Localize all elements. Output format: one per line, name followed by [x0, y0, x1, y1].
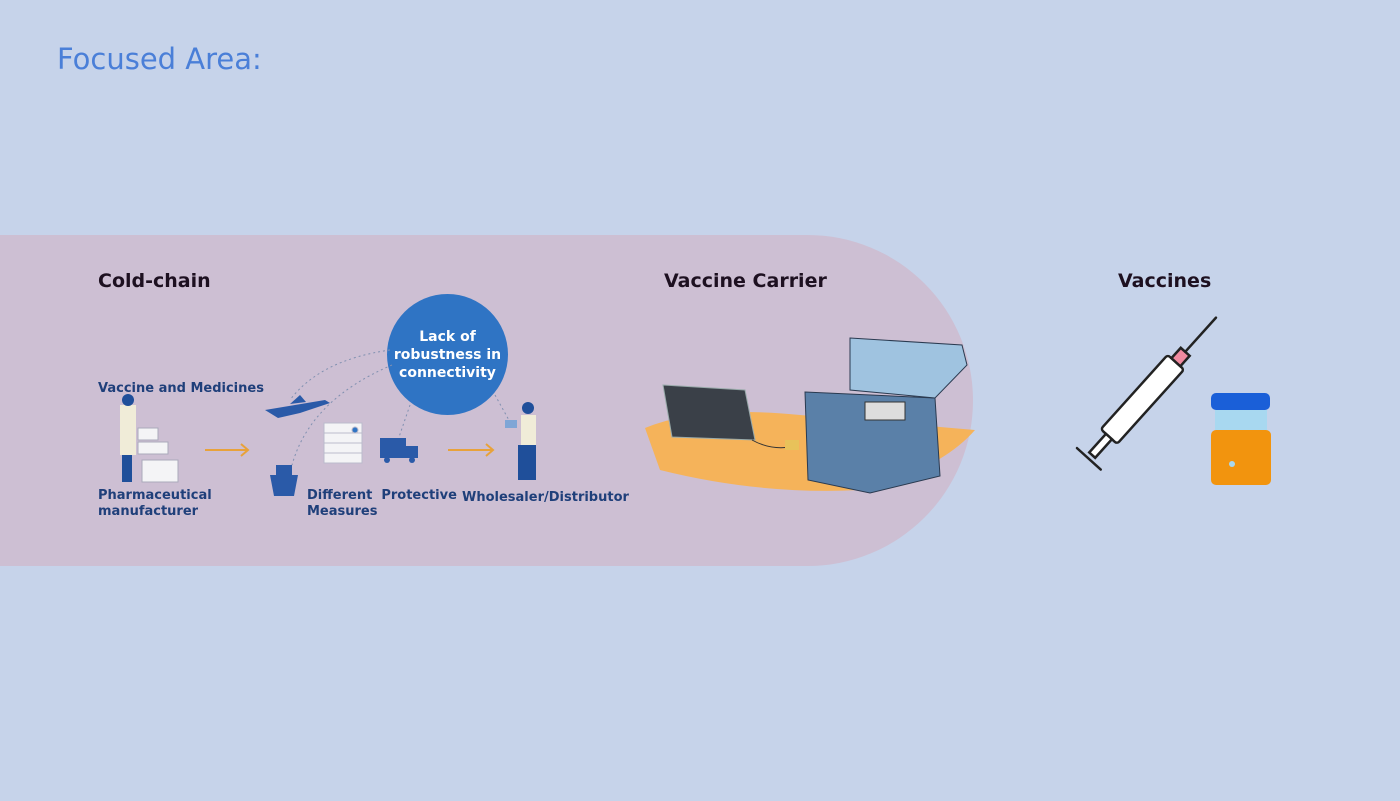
vaccine-medicines-label: Vaccine and Medicines	[98, 381, 264, 396]
ship-icon	[270, 465, 298, 496]
connection-lines	[289, 349, 511, 466]
arrow-icon	[205, 443, 495, 457]
protective-measures-label: Different Protective Measures	[307, 488, 457, 519]
vaccines-heading: Vaccines	[1118, 270, 1212, 292]
vaccine-carrier-illustration	[645, 337, 975, 494]
vaccine-carrier-heading: Vaccine Carrier	[664, 270, 827, 292]
distributor-person-icon	[505, 402, 536, 480]
syringe-icon	[1075, 316, 1218, 471]
vial-icon	[1211, 393, 1271, 485]
truck-icon	[380, 438, 418, 463]
cold-chain-heading: Cold-chain	[98, 270, 211, 292]
distributor-label: Wholesaler/Distributor	[462, 490, 629, 505]
scientist-icon	[120, 394, 136, 482]
solar-panel-icon	[662, 384, 756, 441]
storage-rack-icon	[323, 422, 363, 464]
airplane-icon	[265, 395, 330, 418]
connectivity-issue-text: Lack of robustness in connectivity	[393, 328, 502, 381]
manufacturer-label: Pharmaceutical manufacturer	[98, 488, 212, 519]
boxes-icon	[137, 427, 179, 483]
cooler-box-icon	[804, 337, 968, 494]
slide-title: Focused Area:	[57, 42, 262, 76]
connectivity-issue-bubble: Lack of robustness in connectivity	[387, 294, 508, 415]
